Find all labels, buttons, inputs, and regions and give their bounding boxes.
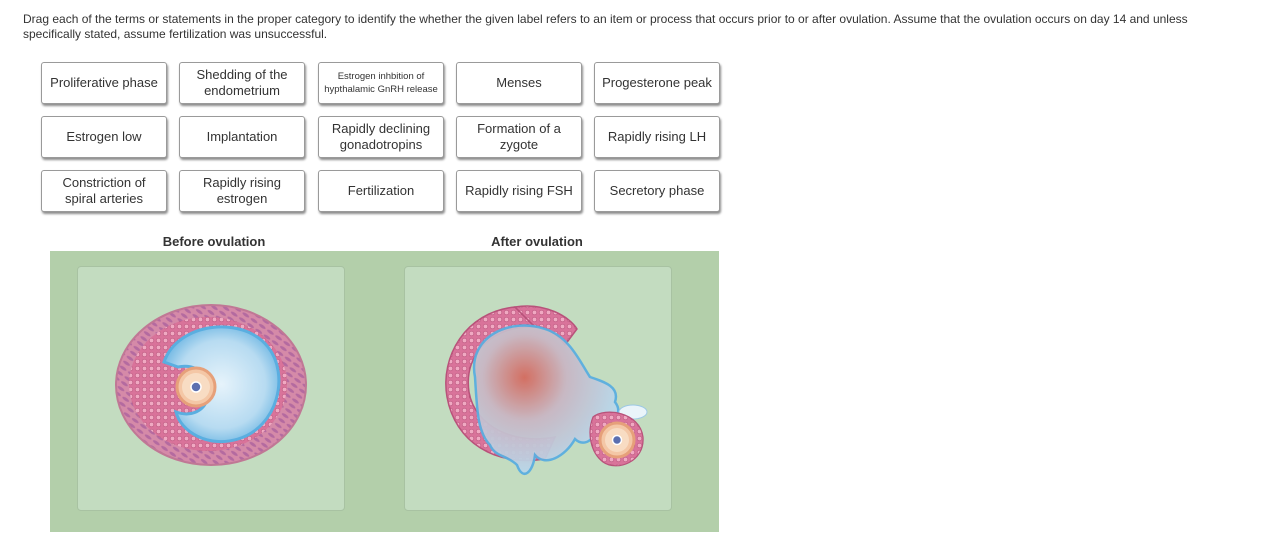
term-tile[interactable]: Rapidly declining gonadotropins xyxy=(318,116,444,158)
term-tile[interactable]: Shedding of the endometrium xyxy=(179,62,305,104)
term-tile[interactable]: Rapidly rising LH xyxy=(594,116,720,158)
term-tile[interactable]: Progesterone peak xyxy=(594,62,720,104)
drop-stage xyxy=(50,251,719,532)
term-tile[interactable]: Implantation xyxy=(179,116,305,158)
term-tile[interactable]: Estrogen inhbition of hypthalamic GnRH r… xyxy=(318,62,444,104)
term-tile[interactable]: Estrogen low xyxy=(41,116,167,158)
instructions-text: Drag each of the terms or statements in … xyxy=(23,12,1188,41)
term-tile[interactable]: Fertilization xyxy=(318,170,444,212)
term-tile[interactable]: Proliferative phase xyxy=(41,62,167,104)
term-tile[interactable]: Menses xyxy=(456,62,582,104)
before-ovulation-title: Before ovulation xyxy=(162,234,266,249)
ruptured-follicle-illustration xyxy=(445,305,648,476)
term-tile[interactable]: Rapidly rising FSH xyxy=(456,170,582,212)
follicle-illustration xyxy=(115,304,307,466)
term-tile[interactable]: Secretory phase xyxy=(594,170,720,212)
term-tile[interactable]: Formation of a zygote xyxy=(456,116,582,158)
term-tile[interactable]: Constriction of spiral arteries xyxy=(41,170,167,212)
after-ovulation-title: After ovulation xyxy=(491,234,583,249)
after-ovulation-dropzone[interactable] xyxy=(404,266,672,511)
before-ovulation-dropzone[interactable] xyxy=(77,266,345,511)
term-tile[interactable]: Rapidly rising estrogen xyxy=(179,170,305,212)
